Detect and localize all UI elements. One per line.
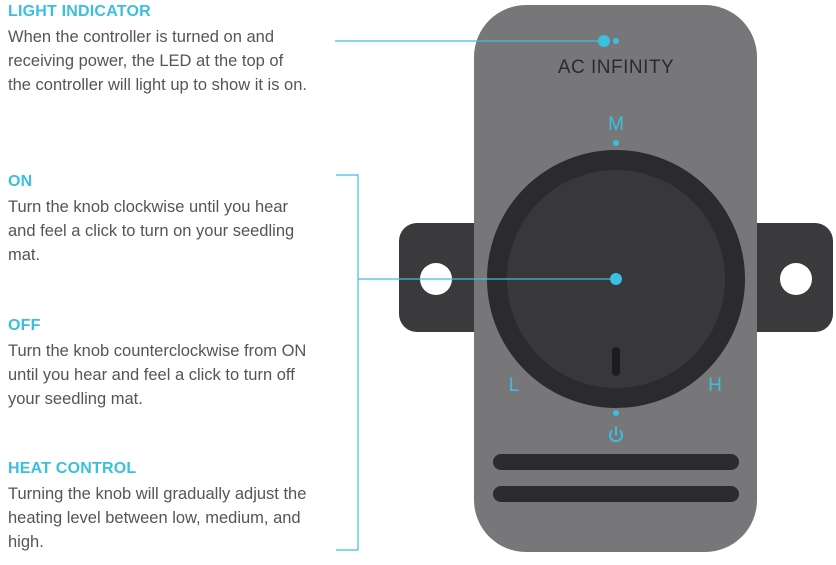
low-label: L [509, 375, 520, 396]
light-indicator-description: When the controller is turned on and rec… [8, 28, 307, 94]
knob-pointer [612, 347, 620, 376]
on-heading: ON [8, 173, 33, 190]
medium-label: M [608, 114, 624, 135]
off-description: Turn the knob counterclockwise from ON u… [8, 342, 307, 408]
power-icon [609, 426, 623, 443]
on-description: Turn the knob clockwise until you hear a… [8, 198, 295, 264]
light-indicator-section: LIGHT INDICATOR When the controller is t… [8, 2, 308, 97]
high-label: H [708, 375, 722, 396]
heat-control-heading: HEAT CONTROL [8, 460, 137, 477]
medium-marker-dot [613, 140, 619, 146]
off-section: OFF Turn the knob counterclockwise from … [8, 316, 308, 411]
heat-control-section: HEAT CONTROL Turning the knob will gradu… [8, 459, 308, 554]
on-section: ON Turn the knob clockwise until you hea… [8, 172, 308, 267]
vent-slot-top [493, 454, 739, 470]
off-heading: OFF [8, 317, 41, 334]
heat-control-description: Turning the knob will gradually adjust t… [8, 485, 307, 551]
brand-logo: AC INFINITY [558, 57, 674, 78]
vent-slot-bottom [493, 486, 739, 502]
knob-callout-bracket [336, 174, 359, 551]
light-indicator-heading: LIGHT INDICATOR [8, 3, 151, 20]
off-marker-dot [613, 410, 619, 416]
led-dot [613, 38, 619, 44]
right-mounting-hole [780, 263, 812, 295]
